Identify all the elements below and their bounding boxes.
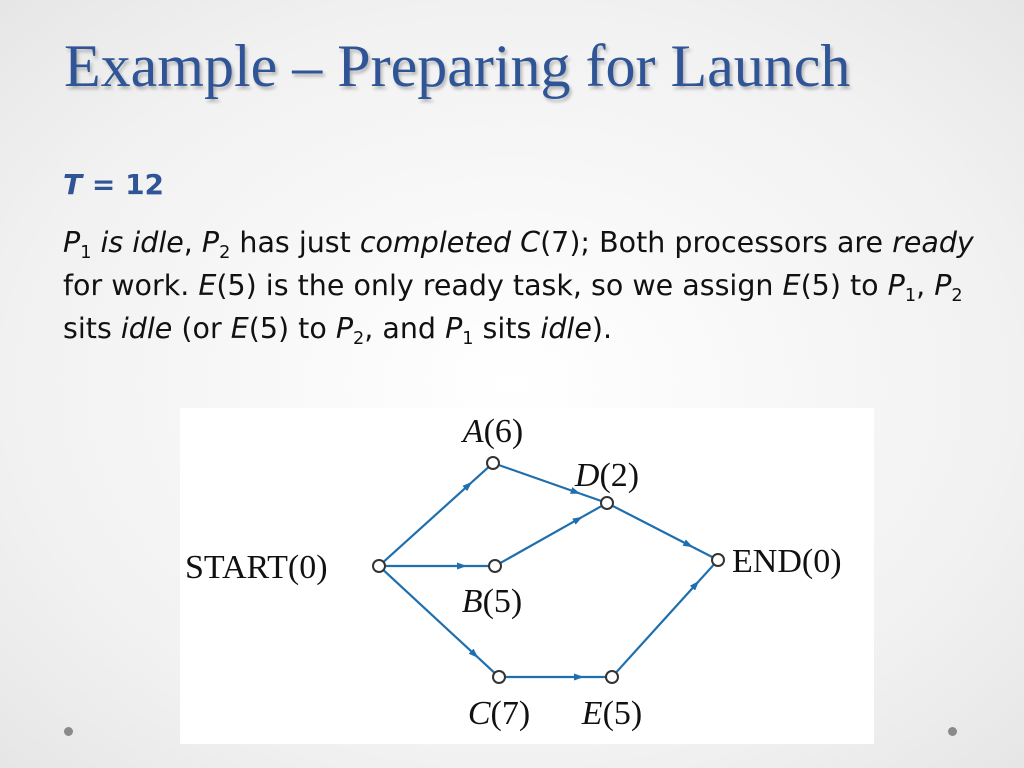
node-duration: (0) [288,549,328,586]
text-run: , and [364,312,446,345]
italic-run: P [335,312,354,345]
time-heading: T = 12 [63,168,164,201]
italic-run: is idle [100,226,184,259]
node-label-start: START(0) [185,549,328,586]
edge-tail-d-end [692,546,714,559]
node-duration: (5) [483,583,523,620]
node-duration: (2) [599,457,639,494]
italic-run: idle [120,312,173,345]
slide-title: Example – Preparing for Launch [64,33,851,99]
italic-run: E [782,269,801,302]
text-run: (7); Both processors are [540,226,893,259]
subscript-run: 1 [80,243,92,264]
node-label-d: D(2) [574,457,639,494]
italic-run: P [887,269,905,302]
italic-run: P [201,226,220,259]
footer-dot-left [64,727,73,736]
text-run: (5) to [800,269,888,302]
italic-run: E [230,312,249,345]
node-name: START [185,549,288,586]
italic-run: ready [892,226,974,259]
footer-dot-right [948,727,957,736]
node-label-a: A(6) [461,413,523,450]
subscript-run: 2 [353,329,365,350]
text-run: , [916,269,935,302]
edge-tail-e-end [698,563,715,582]
node-name: END [732,543,802,580]
edge-start-a [382,480,473,563]
italic-run: E [198,269,217,302]
text-run: sits [473,312,541,345]
text-run: (5) to [248,312,336,345]
text-run: (or [172,312,231,345]
node-duration: (5) [603,695,643,732]
node-start [372,559,386,573]
node-name: C [468,695,491,732]
edge-e-end [615,580,701,674]
subscript-run: 2 [951,286,963,307]
node-d [600,496,614,510]
edge-d-end [611,504,694,549]
time-variable: T [63,168,83,201]
node-label-e: E(5) [581,695,642,732]
body-paragraph: P1 is idle, P2 has just completed C(7); … [63,221,983,350]
node-end [711,553,725,567]
edge-a-d [498,463,581,495]
italic-run: P [445,312,463,345]
italic-run: completed C [359,226,541,259]
edge-tail-b-d [582,504,603,518]
task-digraph: START(0)A(6)B(5)C(7)D(2)E(5)END(0) [180,408,874,744]
node-duration: (6) [484,413,524,450]
text-run: ). [591,312,613,345]
time-value: = 12 [82,168,165,201]
italic-run: P [63,226,81,259]
node-name: D [574,457,600,494]
node-e [605,670,619,684]
text-run: for work. [63,269,199,302]
text-run: , [183,226,202,259]
node-label-b: B(5) [462,583,522,620]
subscript-run: 2 [219,243,231,264]
node-duration: (7) [491,695,531,732]
node-name: A [461,413,484,450]
node-c [492,670,506,684]
italic-run: P [934,269,952,302]
node-label-c: C(7) [468,695,530,732]
node-label-end: END(0) [732,543,842,580]
node-duration: (0) [802,543,842,580]
node-b [488,559,502,573]
node-name: B [462,583,483,620]
edge-tail-start-c [477,657,496,674]
edge-b-d [499,515,584,565]
edge-tail-start-a [471,466,490,483]
text-run: sits [63,312,121,345]
node-a [486,456,500,470]
italic-run: idle [540,312,592,345]
node-name: E [581,695,603,732]
text-run: has just [230,226,360,259]
subscript-run: 1 [462,329,474,350]
text-run: (5) is the only ready task, so we assign [216,269,783,302]
subscript-run: 1 [904,286,917,307]
edge-start-c [382,569,480,659]
edge-tail-a-d [580,492,602,503]
